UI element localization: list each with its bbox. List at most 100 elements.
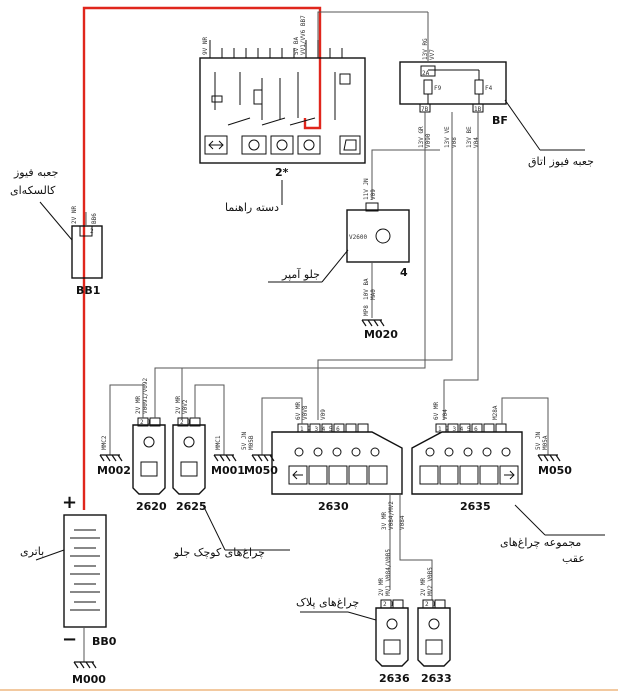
c2630-code-bottom: V084/MV2 — [388, 501, 395, 530]
ind-wire — [371, 149, 440, 200]
lamp-2633-wire: 2V MR — [420, 578, 427, 596]
c2635-pins: 1 2 3 4 5 6 — [438, 426, 478, 433]
lamp-2636-code: MV1 V084/V0B5 — [385, 549, 392, 596]
switch-wire-label: 5V BA — [293, 37, 300, 55]
c2630-wire: 6V MR — [295, 402, 302, 420]
bf-wire-b3: 13V BE — [466, 126, 473, 148]
lamp-2625-id: 2625 — [176, 500, 207, 513]
c2630-code-bottom2: V084 — [399, 515, 406, 530]
lamp-2620-code: V0091/V092 — [142, 377, 149, 414]
rear-lamps-leader — [514, 504, 546, 536]
rear-lamps-label-2: عقب — [562, 552, 585, 565]
lamp-2620-ground-wire — [109, 384, 144, 455]
bf-wire-b3b: V04 — [473, 137, 480, 148]
bf-wire-b1b: V090 — [425, 133, 432, 148]
ind-wire-top: 11V JN — [363, 178, 370, 200]
m001-wire: MMC1 — [215, 435, 222, 450]
m050l-id: M050 — [244, 464, 278, 477]
bf-pin-b2: 1B — [474, 106, 482, 113]
bf-fuse2: F4 — [485, 85, 493, 92]
bb1-code: BB6 — [91, 213, 98, 224]
battery-ground-id: M000 — [72, 673, 106, 686]
c2630-code2: V09 — [320, 409, 327, 420]
c2635-code2: M28A — [492, 405, 499, 420]
lamp-2636-pins: 2 1 — [383, 601, 394, 608]
m050l-code: M05B — [248, 435, 255, 450]
engine-fuse-box: 2 2V NR BB6 BB1 جعبه فیوز کالسکه‌ای — [10, 166, 103, 297]
lamp-2620-wire: 2V MR — [135, 396, 142, 414]
lamp-2633-pins: 2 1 — [425, 601, 436, 608]
ind-pin-in: V2600 — [349, 234, 367, 241]
bf-label: جعبه فیوز اتاق — [528, 155, 594, 168]
lamp-2625-wire: 2V MR — [175, 396, 182, 414]
ind-label: جلو آمپر — [281, 267, 320, 281]
rear-cluster-2630: 1 2 3 4 5 6 6V MR V0V8 V09 2630 — [271, 402, 403, 513]
battery-minus: − — [62, 629, 77, 650]
m002-wire: MMC2 — [101, 435, 108, 450]
c2630-wire-bottom: 3V MR — [381, 512, 388, 530]
lamp-2620-id: 2620 — [136, 500, 167, 513]
plate-lamps-label: چراغ‌های پلاک — [296, 596, 359, 609]
bf-pin-b1: 7B — [421, 106, 429, 113]
dash-fuse-box: 13V RG VV7 2A F9 F4 7B 1B 13V GR V090 13… — [399, 12, 594, 168]
battery: + − BB0 M000 باتری — [20, 492, 117, 686]
bf-wire-b2: 13V VE — [444, 126, 451, 148]
c2635-code: V04 — [442, 409, 449, 420]
bf-wire-top2: VV7 — [429, 49, 436, 60]
bf-wire-mid — [317, 112, 453, 420]
c2635-id: 2635 — [460, 500, 491, 513]
c2635-ground-wire — [501, 397, 549, 455]
ground-m001 — [213, 454, 237, 462]
lamp-2625-pins: 2 1 — [180, 419, 191, 426]
bf-id: BF — [492, 114, 508, 127]
plate-lamps-leader — [347, 611, 377, 621]
ind-code-top: V09 — [370, 189, 377, 200]
front-indicator: V2600 11V JN V09 10V BA MA0 4 MP8 M020 ج… — [268, 178, 410, 341]
battery-id: BB0 — [92, 635, 117, 648]
c2630-pins: 1 2 3 4 5 6 — [300, 426, 340, 433]
m002-id: M002 — [97, 464, 131, 477]
lamp-2620: 2 1 2V MR V0091/V092 2620 — [132, 377, 167, 513]
ind-wire-bot: 10V BA — [363, 278, 370, 300]
ground-m050-left — [251, 454, 275, 462]
plate-lamp-2633: 2 1 2V MR MV2 V0B5 2633 — [417, 567, 452, 685]
c2630-code: V0V8 — [302, 405, 309, 420]
lamp-2620-pins: 2 1 — [140, 419, 151, 426]
m050r-code: M05A — [542, 435, 549, 450]
c2635-wire: 6V MR — [433, 402, 440, 420]
ind-ground-code: MP8 — [363, 305, 370, 316]
bb1-label-2: کالسکه‌ای — [10, 184, 56, 197]
rear-cluster-2635: 1 2 3 4 5 6 6V MR V04 M28A 2635 — [411, 402, 523, 513]
bf-wire-top: 13V RG — [422, 38, 429, 60]
front-lamps-label: چراغ‌های کوچک جلو — [173, 546, 265, 559]
bb1-pin: 2 — [90, 228, 94, 235]
bf-wire-left — [181, 112, 426, 420]
m050l-wire: 5V JN — [241, 432, 248, 450]
bf-fuse1: F9 — [434, 85, 442, 92]
bf-wire-right — [443, 112, 479, 420]
lamp-2625-code: V0V2 — [182, 399, 189, 414]
ind-code-bot: MA0 — [370, 289, 377, 300]
plate-feed-wire-2 — [399, 494, 433, 600]
battery-plus: + — [62, 492, 77, 513]
bf-wire-b2b: V08 — [451, 137, 458, 148]
lamp-2633-id: 2633 — [421, 672, 452, 685]
battery-label: باتری — [20, 545, 44, 558]
switch-code-label: VV1/VV6 BB7 — [300, 15, 307, 55]
bb1-id: BB1 — [76, 284, 100, 297]
m001-id: M001 — [211, 464, 245, 477]
bf-wire-b1: 13V GR — [418, 126, 425, 148]
switch-id: 2* — [275, 166, 289, 179]
plate-lamp-2636: 2 1 2V MR MV1 V084/V0B5 2636 — [375, 549, 410, 685]
m050r-wire: 5V JN — [535, 432, 542, 450]
bb1-wire: 2V NR — [71, 206, 78, 224]
switch-to-bf-wire — [317, 11, 428, 40]
lamp-2636-id: 2636 — [379, 672, 410, 685]
bb1-label-1: جعبه فیوز — [13, 166, 58, 179]
c2630-ground-wire — [261, 397, 303, 455]
ground-m002 — [99, 454, 123, 462]
m050r-id: M050 — [538, 464, 572, 477]
lamp-2625-ground-wire — [194, 384, 225, 455]
